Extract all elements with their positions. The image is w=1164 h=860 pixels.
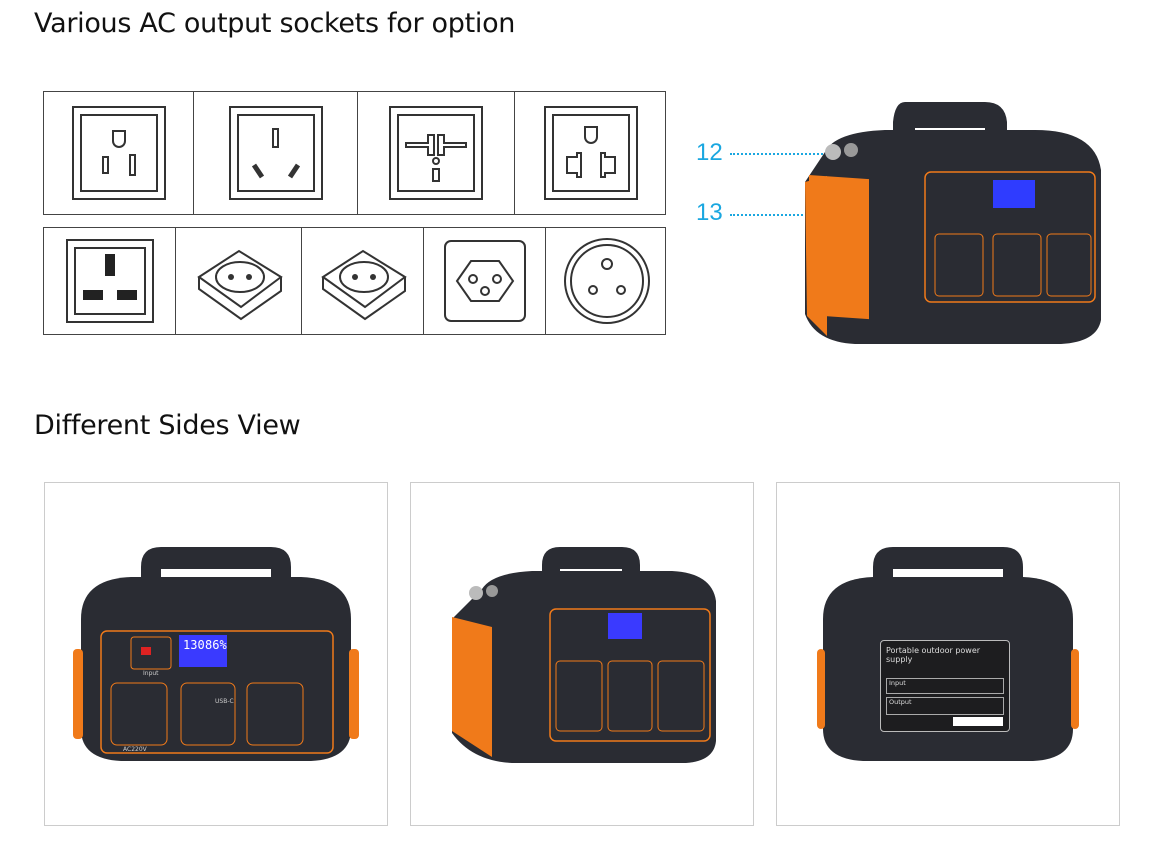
socket-grid-row-1 bbox=[43, 91, 666, 215]
socket-swiss bbox=[424, 228, 546, 334]
socket-universal bbox=[358, 92, 515, 214]
callout-line-13 bbox=[730, 214, 850, 216]
socket-uk bbox=[44, 228, 176, 334]
lcd-voltage: 130 bbox=[183, 638, 205, 652]
device-angled-image bbox=[805, 102, 1101, 344]
plate-output-section: Output bbox=[886, 697, 1004, 715]
callout-12: 12 bbox=[696, 139, 723, 166]
socket-south-africa bbox=[546, 228, 667, 334]
callout-line-12 bbox=[730, 153, 830, 155]
socket-grid-row-2 bbox=[43, 227, 666, 335]
socket-us bbox=[44, 92, 194, 214]
front-view-image: 130 86% Input AC220V USB-C bbox=[44, 482, 388, 826]
socket-schuko bbox=[176, 228, 302, 334]
plate-input-section: Input bbox=[886, 678, 1004, 694]
usb-label: USB-C bbox=[215, 698, 234, 705]
sides-heading: Different Sides View bbox=[34, 410, 301, 441]
lcd-percent: 86% bbox=[205, 638, 227, 652]
ac-label: AC220V bbox=[123, 746, 148, 753]
socket-china bbox=[194, 92, 358, 214]
input-label: Input bbox=[143, 670, 159, 677]
socket-french bbox=[302, 228, 424, 334]
socket-us-china bbox=[515, 92, 667, 214]
spec-label-plate: Portable outdoor power supply Input Outp… bbox=[880, 640, 1010, 732]
angled-view-image bbox=[410, 482, 754, 826]
callout-13: 13 bbox=[696, 199, 723, 226]
sockets-heading: Various AC output sockets for option bbox=[34, 8, 516, 39]
plate-title: Portable outdoor power supply bbox=[886, 646, 981, 664]
